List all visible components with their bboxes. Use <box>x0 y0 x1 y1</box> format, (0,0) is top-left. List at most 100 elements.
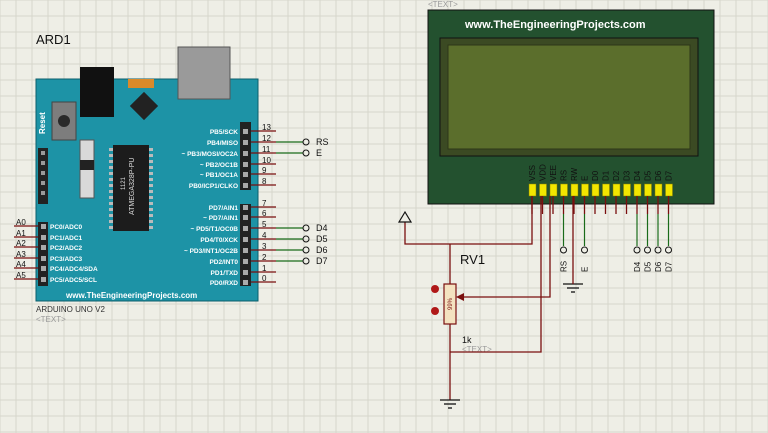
lcd-pin-pad <box>581 183 589 197</box>
lcd-pin-pad <box>549 183 558 197</box>
reset-label: Reset <box>38 112 47 134</box>
digital-pin-label: ~ PD3/INT1/OC2B <box>184 248 238 255</box>
chip-leg <box>109 190 113 193</box>
lcd-pin-label: D1 <box>602 170 611 181</box>
lcd-pin-pad <box>623 183 631 197</box>
analog-pin-label: PC5/ADC5/SCL <box>50 277 97 284</box>
lcd-pin-label: D2 <box>612 170 621 181</box>
digital-pin-label: PD1/TXD <box>211 270 239 277</box>
lcd-terminal-label: RS <box>560 261 569 272</box>
digital-pin-label: PB0/ICP1/CLKO <box>189 183 238 190</box>
terminal-node <box>302 246 310 254</box>
digital-pin-number: 10 <box>262 156 271 165</box>
lcd-pin-label: D3 <box>623 170 632 181</box>
terminal-label: D5 <box>316 234 328 244</box>
lcd-pin-label: D5 <box>644 170 653 181</box>
chip-leg <box>109 208 113 211</box>
chip-leg <box>149 154 153 157</box>
chip-leg <box>149 214 153 217</box>
ground-symbol-pot <box>440 399 460 409</box>
analog-pin-label: PC1/ADC1 <box>50 235 83 242</box>
atmega-chip <box>113 145 149 231</box>
lcd-terminal-node <box>581 246 588 254</box>
analog-pin-number: A1 <box>16 229 26 238</box>
arduino-website: www.TheEngineeringProjects.com <box>65 291 197 300</box>
chip-leg <box>109 214 113 217</box>
analog-header <box>38 222 48 286</box>
digital-pin-socket <box>243 172 248 177</box>
digital-pin-number: 12 <box>262 134 271 143</box>
lcd-pin-label: VEE <box>549 165 558 181</box>
digital-pin-label: PD4/T0/XCK <box>200 237 238 244</box>
pot-dec-button[interactable] <box>431 285 439 293</box>
digital-pin-label: ~ PB2/OC1B <box>200 162 238 169</box>
digital-pin-number: 6 <box>262 209 267 218</box>
lcd-pin-pad <box>665 183 673 197</box>
lcd-pin-label: D6 <box>654 170 663 181</box>
lcd-terminal-node <box>665 246 672 254</box>
wire-power-rail <box>404 196 533 245</box>
lcd-pin-label: D7 <box>665 170 674 181</box>
lcd-terminal-label: D5 <box>644 261 653 272</box>
analog-pin-number: A5 <box>16 271 26 280</box>
chip-label: ATMEGA328P-PU <box>129 158 136 215</box>
arduino-model-label: ARDUINO UNO V2 <box>36 305 105 314</box>
digital-pin-label: PD0/RXD <box>210 280 238 287</box>
lcd-pin-pad <box>633 183 642 197</box>
lcd-terminal-label: D7 <box>665 261 674 272</box>
chip-leg <box>109 172 113 175</box>
digital-pin-socket <box>243 140 248 145</box>
analog-pin-socket <box>41 224 46 229</box>
analog-pin-labels: PC0/ADC0PC1/ADC1PC2/ADC2PC3/ADC3PC4/ADC4… <box>50 224 98 284</box>
digital-pin-number: 9 <box>262 166 267 175</box>
terminal-node <box>302 138 310 146</box>
chip-leg <box>149 208 153 211</box>
chip-leg <box>149 160 153 163</box>
digital-pin-socket <box>243 248 248 253</box>
lcd-module[interactable]: www.TheEngineeringProjects.com <box>427 9 715 205</box>
arduino-text-placeholder: <TEXT> <box>36 315 66 324</box>
digital-pin-socket <box>243 280 248 285</box>
terminal-node <box>302 257 310 265</box>
digital-pin-socket <box>243 162 248 167</box>
chip-leg <box>109 226 113 229</box>
lcd-pin-pad <box>602 183 610 197</box>
lcd-terminal-label: D4 <box>633 261 642 272</box>
digital-pin-socket <box>243 237 248 242</box>
analog-pin-label: PC2/ADC2 <box>50 245 83 252</box>
chip-legs-right <box>149 148 153 229</box>
pot-inc-button[interactable] <box>431 307 439 315</box>
analog-pin-number: A2 <box>16 239 26 248</box>
lcd-terminal-node <box>654 246 662 254</box>
terminal-label: E <box>316 148 322 158</box>
analog-pin-socket <box>41 256 46 261</box>
lcd-pin-pad <box>560 183 568 197</box>
digital-pin-label: PD7/AIN1 <box>209 205 239 212</box>
digital-pin-label: ~ PB3/MOSI/OC2A <box>181 151 238 158</box>
left-header-pins <box>41 151 45 195</box>
chip-leg <box>109 148 113 151</box>
lcd-website: www.TheEngineeringProjects.com <box>464 19 646 31</box>
analog-pin-socket <box>41 235 46 240</box>
chip-sub-label: 1121 <box>121 176 127 190</box>
arduino-board[interactable]: Reset ATMEGA328P-PU 1121 www.TheEngineer… <box>35 46 259 302</box>
digital-pin-socket <box>243 129 248 134</box>
lcd-terminal-node <box>644 246 651 254</box>
chip-leg <box>149 172 153 175</box>
power-jack <box>80 67 114 117</box>
chip-leg <box>109 178 113 181</box>
pot-value: 1k <box>462 335 472 345</box>
lcd-terminal-label: D6 <box>654 261 663 272</box>
wire-pot-wiper <box>464 196 551 298</box>
lcd-pin-label: D4 <box>633 170 642 181</box>
arduino-ref-label: ARD1 <box>36 32 71 47</box>
chip-leg <box>109 160 113 163</box>
lcd-pin-pad <box>570 183 579 197</box>
lcd-pin-label: RW <box>570 167 579 181</box>
pot-ref-label: RV1 <box>460 252 485 267</box>
